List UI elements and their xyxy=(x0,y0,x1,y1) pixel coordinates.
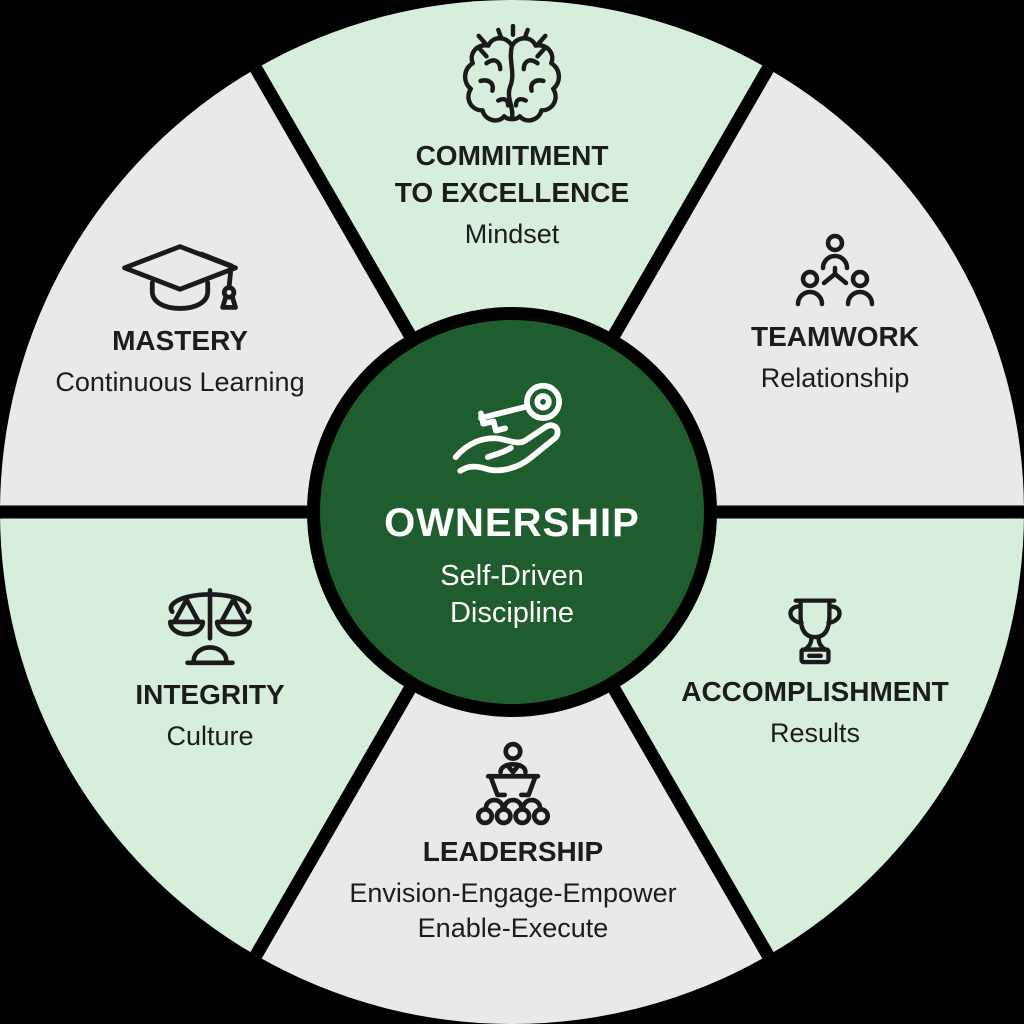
segment-subtitle-line2: Enable-Execute xyxy=(417,913,609,944)
wedge-commitment-to-excellence xyxy=(256,0,768,512)
segment-title: TEAMWORK xyxy=(751,321,919,352)
segment-title-line1: COMMITMENT xyxy=(415,140,609,171)
scales-icon xyxy=(159,577,261,669)
trophy-icon xyxy=(767,589,863,666)
segment-integrity: INTEGRITY Culture xyxy=(50,577,370,754)
segment-subtitle: Continuous Learning xyxy=(55,366,305,397)
podium-icon xyxy=(461,741,565,826)
center-title: OWNERSHIP xyxy=(384,501,640,545)
brain-icon xyxy=(453,24,571,130)
center-ownership-block: OWNERSHIP Self-Driven Discipline xyxy=(332,372,692,632)
center-circle xyxy=(320,320,704,704)
segment-teamwork: TEAMWORK Relationship xyxy=(675,231,995,396)
segment-subtitle: Mindset xyxy=(464,218,560,249)
segment-subtitle: Results xyxy=(769,717,861,748)
center-subtitle-line2: Discipline xyxy=(449,597,575,630)
segment-accomplishment: ACCOMPLISHMENT Results xyxy=(645,589,985,751)
center-subtitle: Self-Driven Discipline xyxy=(440,558,583,632)
segment-mastery: MASTERY Continuous Learning xyxy=(10,240,350,400)
graduation-cap-icon xyxy=(116,240,244,315)
segment-title: INTEGRITY xyxy=(135,679,285,710)
segment-title: LEADERSHIP xyxy=(422,836,604,867)
segment-subtitle-line1: Envision-Engage-Empower xyxy=(349,877,677,908)
segment-leadership: LEADERSHIP Envision-Engage-Empower Enabl… xyxy=(293,741,733,946)
segment-title: COMMITMENT TO EXCELLENCE xyxy=(395,138,629,212)
segment-commitment-to-excellence: COMMITMENT TO EXCELLENCE Mindset xyxy=(322,24,702,252)
segment-subtitle: Relationship xyxy=(760,362,910,393)
segment-title: MASTERY xyxy=(112,325,248,356)
segment-title: ACCOMPLISHMENT xyxy=(681,676,949,707)
team-icon xyxy=(785,231,885,311)
segment-subtitle: Culture xyxy=(166,720,254,751)
center-subtitle-line1: Self-Driven xyxy=(440,560,584,592)
key-in-hand-icon xyxy=(437,372,587,487)
segment-title-line2: TO EXCELLENCE xyxy=(394,176,630,208)
segment-subtitle: Envision-Engage-Empower Enable-Execute xyxy=(349,876,676,946)
